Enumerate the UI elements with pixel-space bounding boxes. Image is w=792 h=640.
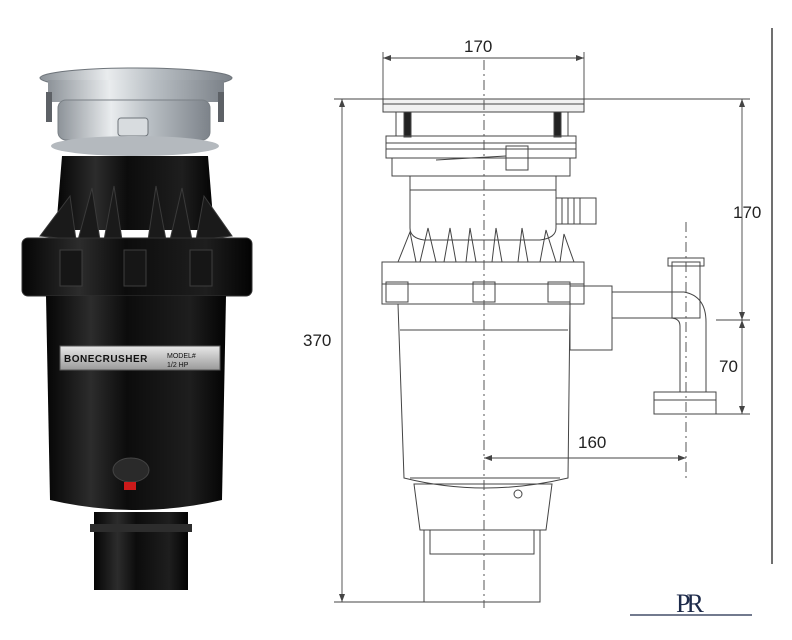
- dimension-top-width: 170: [464, 37, 492, 56]
- drawing-collar-tab-right: [547, 281, 571, 303]
- drawing-discharge-pipe: [612, 291, 707, 393]
- reset-indicator: [124, 482, 136, 490]
- model-label: MODEL#: [167, 353, 196, 360]
- dimension-arrows: [339, 55, 745, 602]
- drawing-collar: [381, 261, 585, 285]
- collar-tab-center: [123, 249, 147, 287]
- drawing-ribs: [397, 227, 575, 263]
- disposer-photo: BONECRUSHER MODEL# 1/2 HP: [21, 67, 253, 590]
- drawing-mount-ring: [385, 135, 577, 159]
- dimension-outlet-offset: 160: [578, 433, 606, 452]
- dimension-outlet-height: 70: [719, 357, 738, 376]
- drawing-collar-tab-left: [385, 281, 409, 303]
- mount-ring-lower: [51, 136, 219, 156]
- brand-label-plate: [59, 345, 221, 371]
- technical-drawing: [381, 98, 717, 603]
- power-label: 1/2 HP: [167, 362, 189, 369]
- logo-text: PR: [676, 589, 704, 618]
- drawing-lower-body: [413, 483, 553, 531]
- mount-ring: [48, 80, 224, 102]
- drawing-motor-body: [397, 303, 571, 489]
- drawing-reset-hole: [513, 489, 523, 499]
- drawing-clamp: [505, 145, 529, 171]
- drawing-pipe-foot: [653, 391, 717, 415]
- bottom-outlet: [94, 512, 188, 590]
- dimension-upper-height: 170: [733, 203, 761, 222]
- dimension-total-height: 370: [303, 331, 331, 350]
- housing-ribs: [39, 185, 233, 241]
- bottom-outlet-ring: [90, 524, 192, 532]
- drawing-screw-left: [403, 111, 412, 138]
- motor-housing-top: [56, 156, 214, 230]
- drawing-discharge-port: [569, 285, 613, 351]
- mount-screw-left: [46, 92, 52, 122]
- collar-tab-right: [189, 249, 213, 287]
- collar-tab-left: [59, 249, 83, 287]
- mount-clamp: [117, 117, 149, 137]
- drawing-dishwasher-inlet: [555, 197, 597, 225]
- drawing-upper-housing: [409, 189, 557, 241]
- brand-label: BONECRUSHER: [64, 354, 148, 365]
- dimension-lines: [334, 28, 773, 603]
- brand-logo: PR: [630, 589, 752, 618]
- reset-button-housing: [112, 457, 150, 483]
- drawing-screw-right: [553, 111, 562, 138]
- mount-screw-right: [218, 92, 224, 122]
- drawing-bottom-outlet: [423, 529, 541, 603]
